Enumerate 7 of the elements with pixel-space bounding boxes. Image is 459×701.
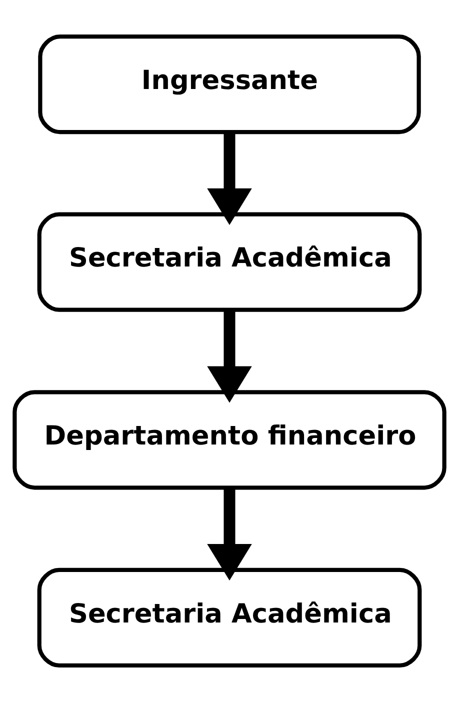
node-box: Departamento financeiro — [12, 390, 446, 490]
node-box: Ingressante — [38, 34, 421, 134]
arrow — [207, 487, 252, 580]
node-box: Secretaria Acadêmica — [37, 212, 422, 312]
node-box: Secretaria Acadêmica — [37, 567, 422, 667]
arrow — [207, 132, 252, 224]
arrow — [207, 310, 252, 402]
